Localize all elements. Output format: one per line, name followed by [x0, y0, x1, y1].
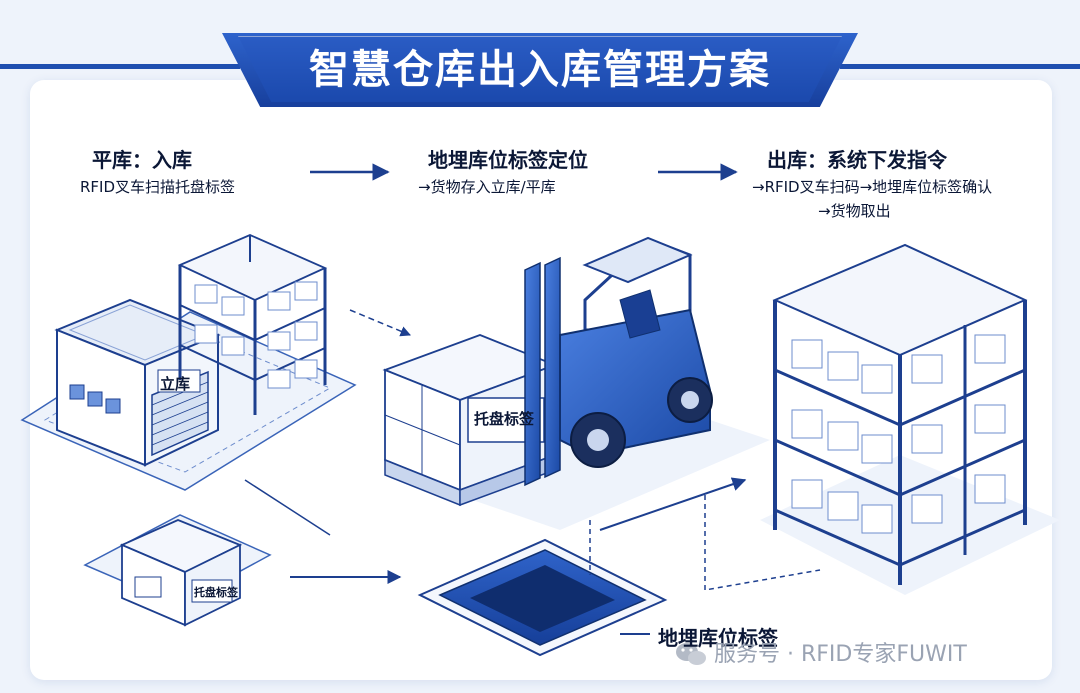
floor-plate-rack — [760, 455, 1060, 595]
forklift — [524, 236, 713, 487]
step-2-title: 地埋库位标签定位 — [428, 148, 588, 172]
wechat-logo-icon — [676, 643, 706, 665]
step-3-title: 出库：系统下发指令 — [767, 148, 947, 172]
banner-line-left — [0, 64, 240, 69]
floor-tag-pit — [417, 538, 668, 657]
floor-tag-label: 地埋库位标签 — [658, 626, 778, 650]
step-1-title: 平库：入库 — [92, 148, 192, 172]
title-banner-inner — [238, 36, 842, 102]
watermark-text: 服务号 · RFID专家FUWIT — [714, 642, 967, 667]
step-3-desc-line-2: →货物取出 — [818, 202, 891, 220]
banner-line-right — [840, 64, 1080, 69]
step-1-desc: RFID叉车扫描托盘标签 — [80, 178, 236, 196]
page-title: 智慧仓库出入库管理方案 — [309, 47, 771, 93]
storage-rack-large — [772, 243, 1028, 585]
pallet-tag-label-large: 托盘标签 — [474, 410, 535, 428]
watermark: 服务号 · RFID专家FUWIT — [672, 636, 967, 668]
pallet-tag-label-small: 托盘标签 — [194, 586, 238, 599]
pallet-box-small — [119, 519, 243, 627]
step-3-desc-line-1: →RFID叉车扫码→地埋库位标签确认 — [752, 178, 993, 196]
step-2-desc: →货物存入立库/平库 — [418, 178, 556, 196]
flow-connectors — [244, 309, 821, 635]
warehouse-building — [54, 298, 221, 467]
warehouse-label: 立库 — [160, 375, 191, 393]
small-rack — [177, 234, 328, 415]
